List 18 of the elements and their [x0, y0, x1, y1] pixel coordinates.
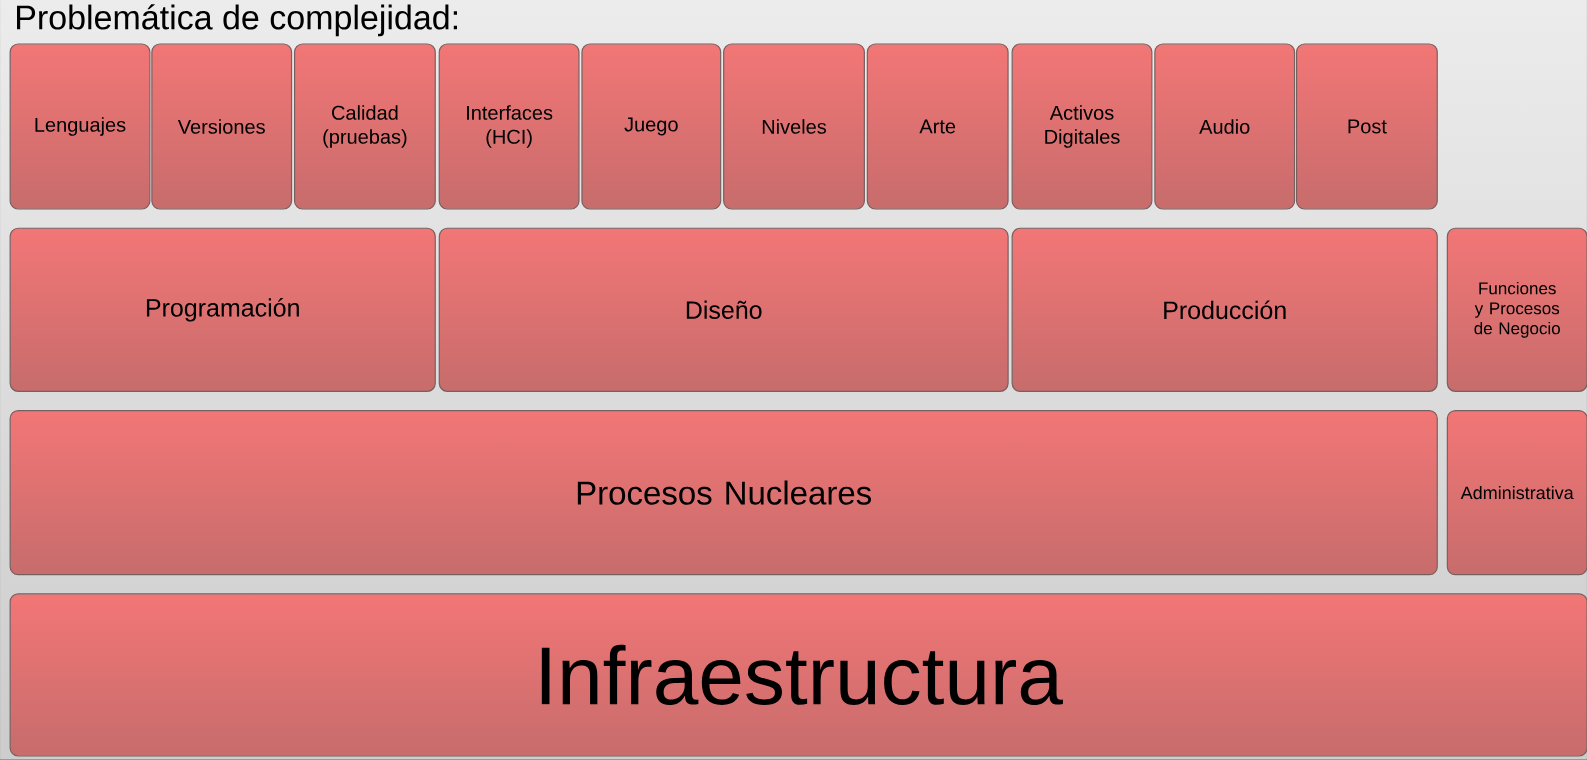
layer-box: Interfaces (HCI): [438, 43, 580, 210]
layer-box: Producción: [1011, 227, 1438, 392]
layer-box: Post: [1295, 43, 1438, 210]
layer-box: Infraestructura: [9, 593, 1587, 757]
layer-box: Juego: [581, 43, 722, 210]
layer-box: Diseño: [438, 227, 1009, 392]
layer-box: Lenguajes: [9, 43, 151, 210]
layer-box: Calidad (pruebas): [293, 43, 436, 210]
layer-box: Funciones y Procesos de Negocio: [1446, 227, 1587, 392]
layer-box: Activos Digitales: [1011, 43, 1153, 210]
title: Problemática de complejidad:: [17, 4, 457, 37]
layer-box: Administrativa: [1446, 409, 1587, 576]
layer-box: Audio: [1154, 43, 1296, 210]
layer-box: Procesos Nucleares: [9, 409, 1438, 576]
layer-box: Arte: [866, 43, 1009, 210]
layer-box: Niveles: [723, 43, 865, 210]
layer-box: Programación: [9, 227, 436, 392]
layer-box: Versiones: [151, 43, 293, 210]
